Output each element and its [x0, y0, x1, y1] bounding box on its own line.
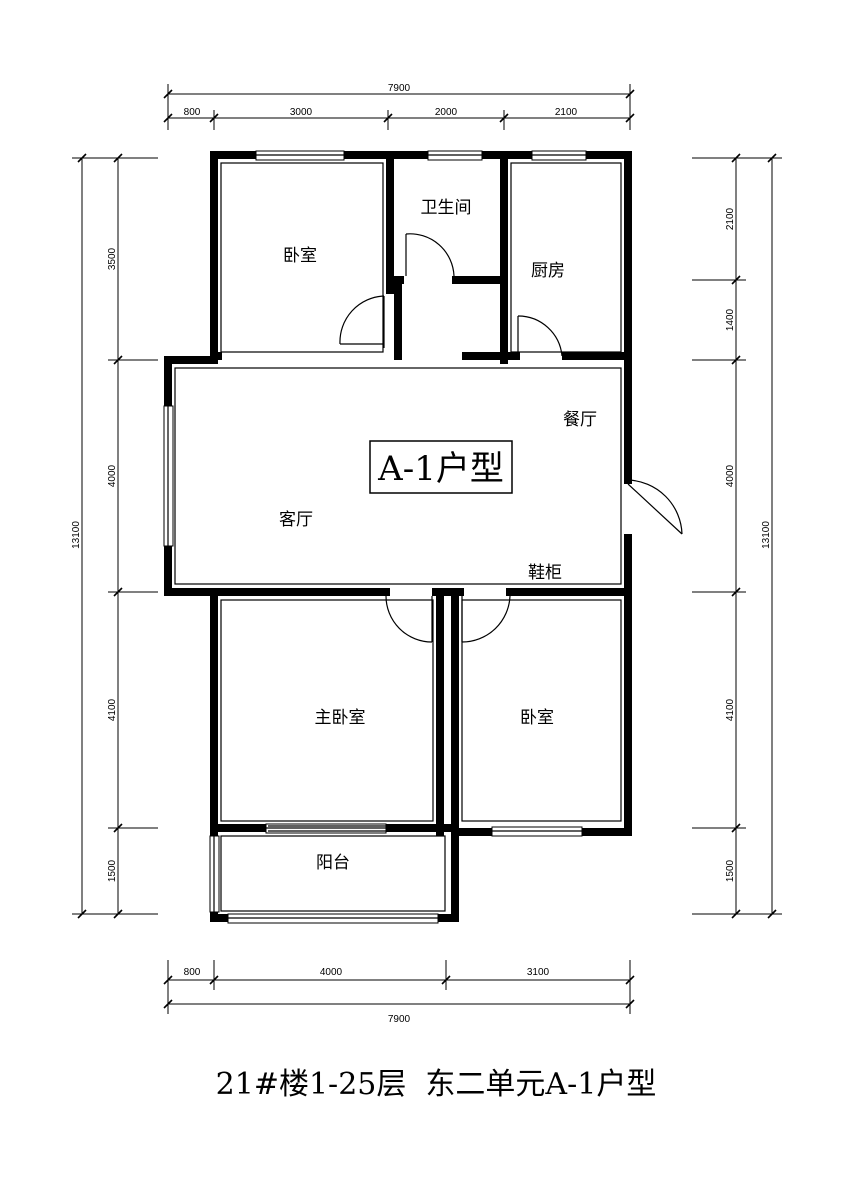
left-dimension-lines — [72, 153, 158, 919]
windows — [163, 150, 587, 924]
top-dimension-segment: 2100 — [555, 107, 578, 118]
left-dimension-segment: 3500 — [107, 247, 118, 270]
right-dimension-segment: 4000 — [725, 464, 736, 487]
plan-caption: 21#楼1-25层 东二单元A-1户型 — [216, 1067, 657, 1102]
wall-inner-lines — [174, 162, 622, 912]
left-total-dimension: 13100 — [71, 521, 82, 549]
room-label-living: 客厅 — [279, 510, 313, 530]
interior-walls — [210, 151, 632, 836]
room-label-bedroom-nw: 卧室 — [283, 246, 317, 266]
room-label-kitchen: 厨房 — [531, 261, 565, 281]
bottom-dimension-segment: 800 — [184, 967, 201, 978]
right-dimension-lines — [692, 153, 782, 919]
room-label-dining: 餐厅 — [563, 410, 597, 430]
left-dimension-segment: 4000 — [107, 464, 118, 487]
top-total-dimension: 7900 — [388, 83, 411, 94]
top-dimension-segment: 2000 — [435, 107, 458, 118]
bottom-dimension-lines — [163, 960, 635, 1014]
top-dimension-segment: 3000 — [290, 107, 313, 118]
room-label-master-bedroom: 主卧室 — [315, 708, 366, 728]
room-label-bathroom: 卫生间 — [421, 198, 472, 218]
doors — [268, 233, 683, 832]
room-label-shoe-cabinet: 鞋柜 — [528, 563, 562, 583]
unit-label: A-1户型 — [377, 449, 504, 489]
right-total-dimension: 13100 — [761, 521, 772, 549]
unit-label-box — [369, 440, 513, 494]
bottom-total-dimension: 7900 — [388, 1014, 411, 1025]
left-dimension-segment: 1500 — [107, 859, 118, 882]
room-label-balcony: 阳台 — [316, 853, 350, 873]
right-dimension-segment: 2100 — [725, 207, 736, 230]
top-dimension-lines — [163, 84, 635, 130]
right-dimension-segment: 4100 — [725, 698, 736, 721]
room-label-bedroom-se: 卧室 — [520, 708, 554, 728]
left-dimension-segment: 4100 — [107, 698, 118, 721]
top-dimension-segment: 800 — [184, 107, 201, 118]
right-dimension-segment: 1400 — [725, 308, 736, 331]
bottom-dimension-segment: 4000 — [320, 967, 343, 978]
right-dimension-segment: 1500 — [725, 859, 736, 882]
bottom-dimension-segment: 3100 — [527, 967, 550, 978]
